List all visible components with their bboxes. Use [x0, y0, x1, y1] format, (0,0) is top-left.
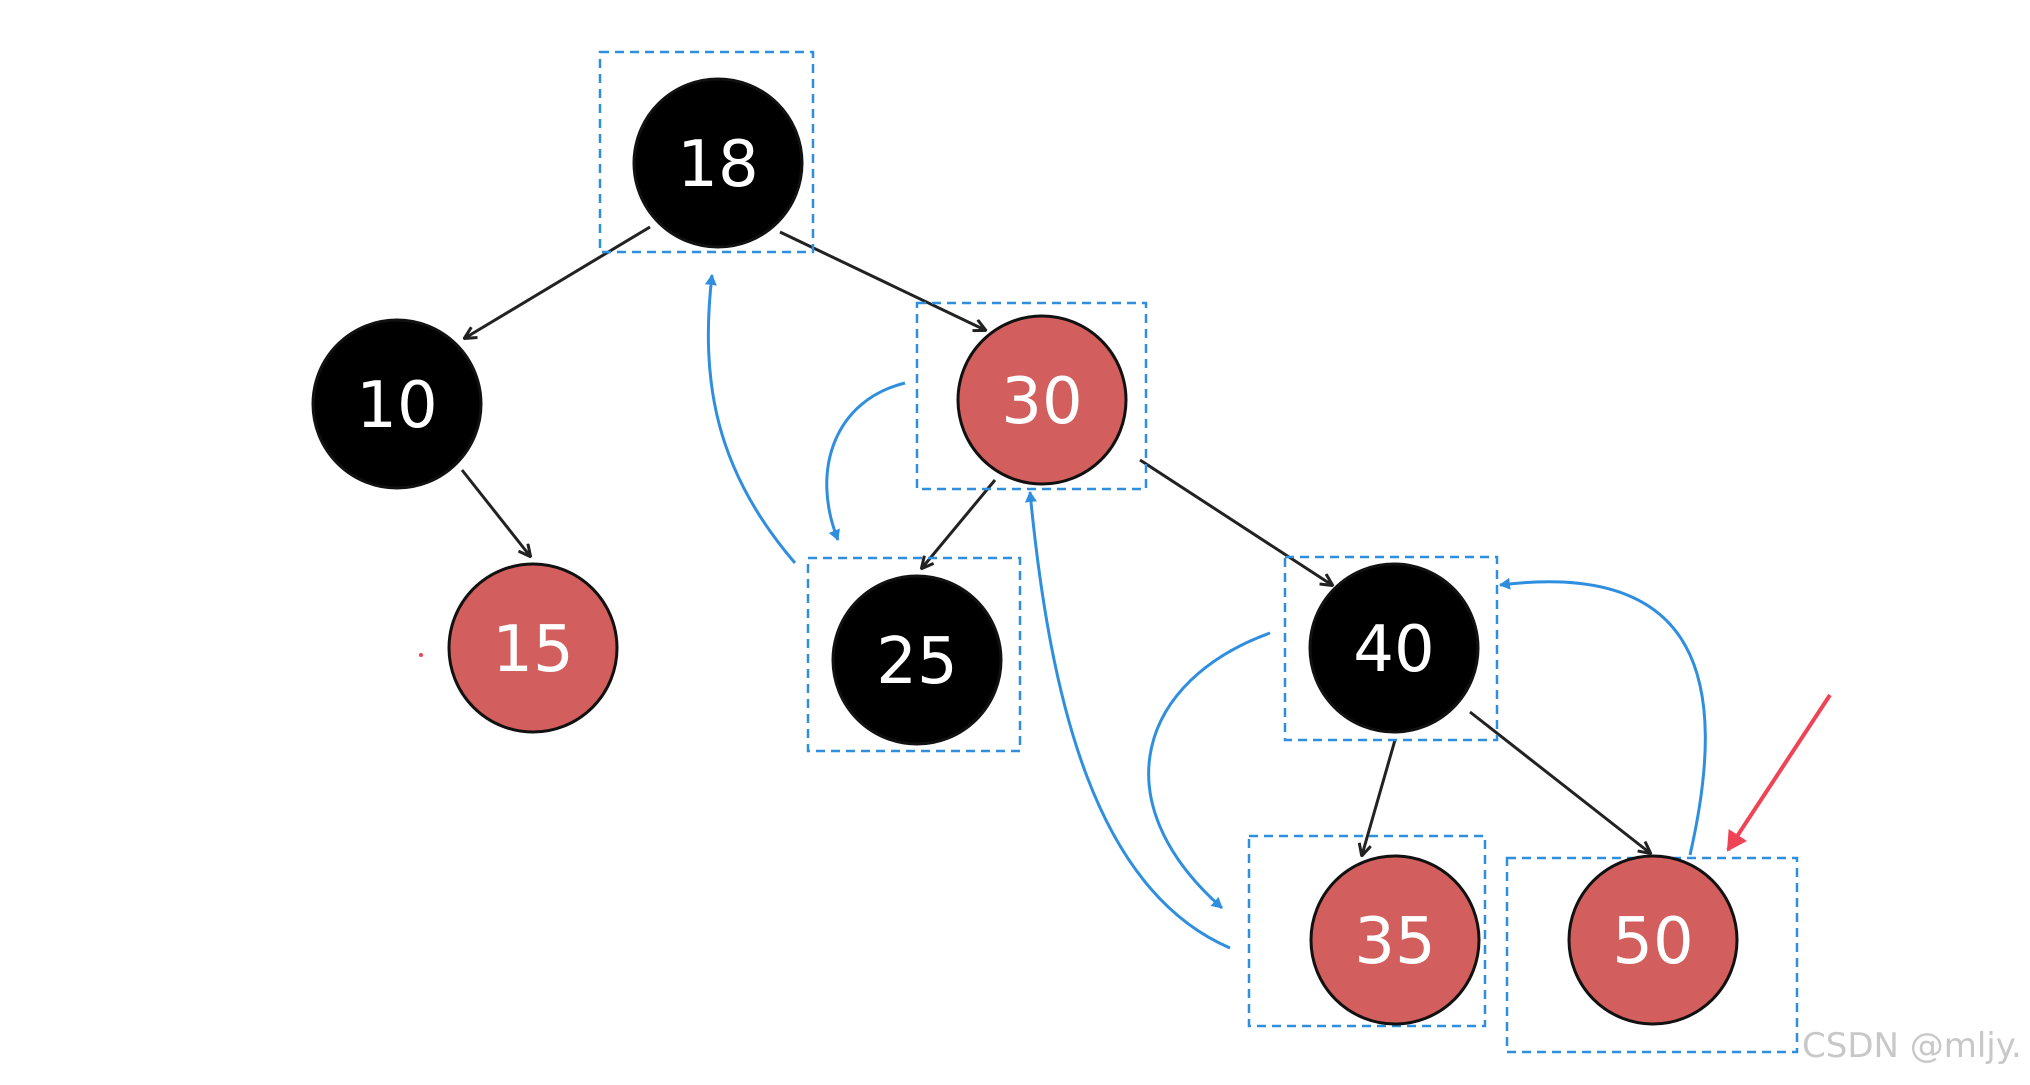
node-35: 35 [1309, 854, 1481, 1026]
node-18-label: 18 [677, 128, 758, 202]
node-40-label: 40 [1353, 613, 1434, 687]
traversal-arrow-30-to-25 [825, 381, 906, 541]
node-10: 10 [311, 318, 483, 490]
pointer-arrow [1726, 693, 1832, 852]
stray-mark [419, 653, 423, 657]
edge-18-10 [465, 225, 651, 338]
highlight-box-35 [1247, 834, 1487, 1028]
node-35-label: 35 [1354, 905, 1435, 979]
highlight-box-40 [1283, 555, 1499, 742]
edge-18-30 [779, 230, 985, 330]
traversal-arrow-35-to-30 [1024, 491, 1231, 950]
edge-40-35 [1362, 739, 1397, 855]
node-15-label: 15 [492, 613, 573, 687]
highlight-box-50 [1505, 856, 1799, 1054]
node-40: 40 [1308, 562, 1480, 734]
traversal-arrow-25-to-18 [704, 274, 797, 564]
node-10-label: 10 [356, 369, 437, 443]
node-25: 25 [831, 574, 1003, 746]
highlight-box-25 [806, 556, 1022, 753]
traversal-arrow-40-to-35 [1147, 631, 1271, 910]
highlight-box-18 [598, 50, 815, 254]
highlight-box-30 [915, 301, 1148, 491]
node-18: 18 [632, 77, 804, 249]
edge-30-25 [922, 479, 997, 568]
edge-40-50 [1469, 710, 1650, 853]
tree-nodes: 18 10 30 15 25 40 35 50 [311, 77, 1739, 1026]
edge-10-15 [460, 469, 530, 556]
node-50: 50 [1567, 854, 1739, 1026]
node-25-label: 25 [876, 625, 957, 699]
highlight-boxes [598, 50, 1799, 1054]
node-30-label: 30 [1001, 365, 1082, 439]
node-30: 30 [956, 314, 1128, 486]
watermark: CSDN @mljy. [1802, 1026, 2022, 1066]
traversal-arrow-50-to-40 [1499, 577, 1707, 856]
edge-30-40 [1139, 458, 1332, 585]
node-15: 15 [447, 562, 619, 734]
node-50-label: 50 [1612, 905, 1693, 979]
traversal-arrows [704, 274, 1707, 950]
